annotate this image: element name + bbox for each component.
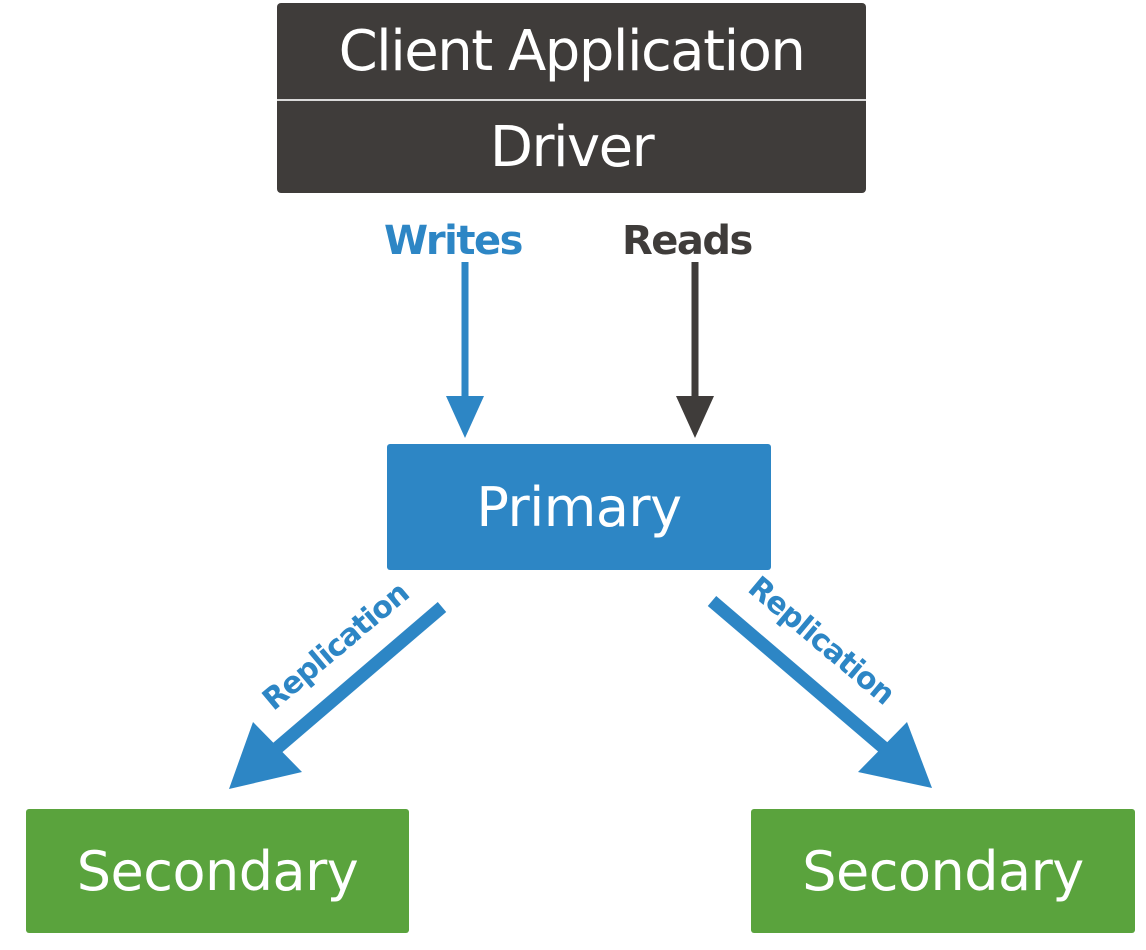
replication-arrow-right: Replication: [707, 570, 932, 788]
secondary-node-left: Secondary: [26, 809, 409, 933]
stack-divider: [277, 99, 866, 101]
secondary-node-right: Secondary: [751, 809, 1135, 933]
writes-arrow: [446, 262, 484, 438]
primary-node: Primary: [387, 444, 771, 570]
replication-arrow-left: Replication: [229, 576, 447, 789]
writes-label: Writes: [384, 218, 523, 264]
reads-label: Reads: [622, 218, 753, 264]
client-application-box: Client Application: [338, 18, 806, 84]
reads-arrow: [676, 262, 714, 438]
driver-box: Driver: [489, 114, 655, 180]
client-driver-stack: Client Application Driver: [277, 3, 866, 193]
